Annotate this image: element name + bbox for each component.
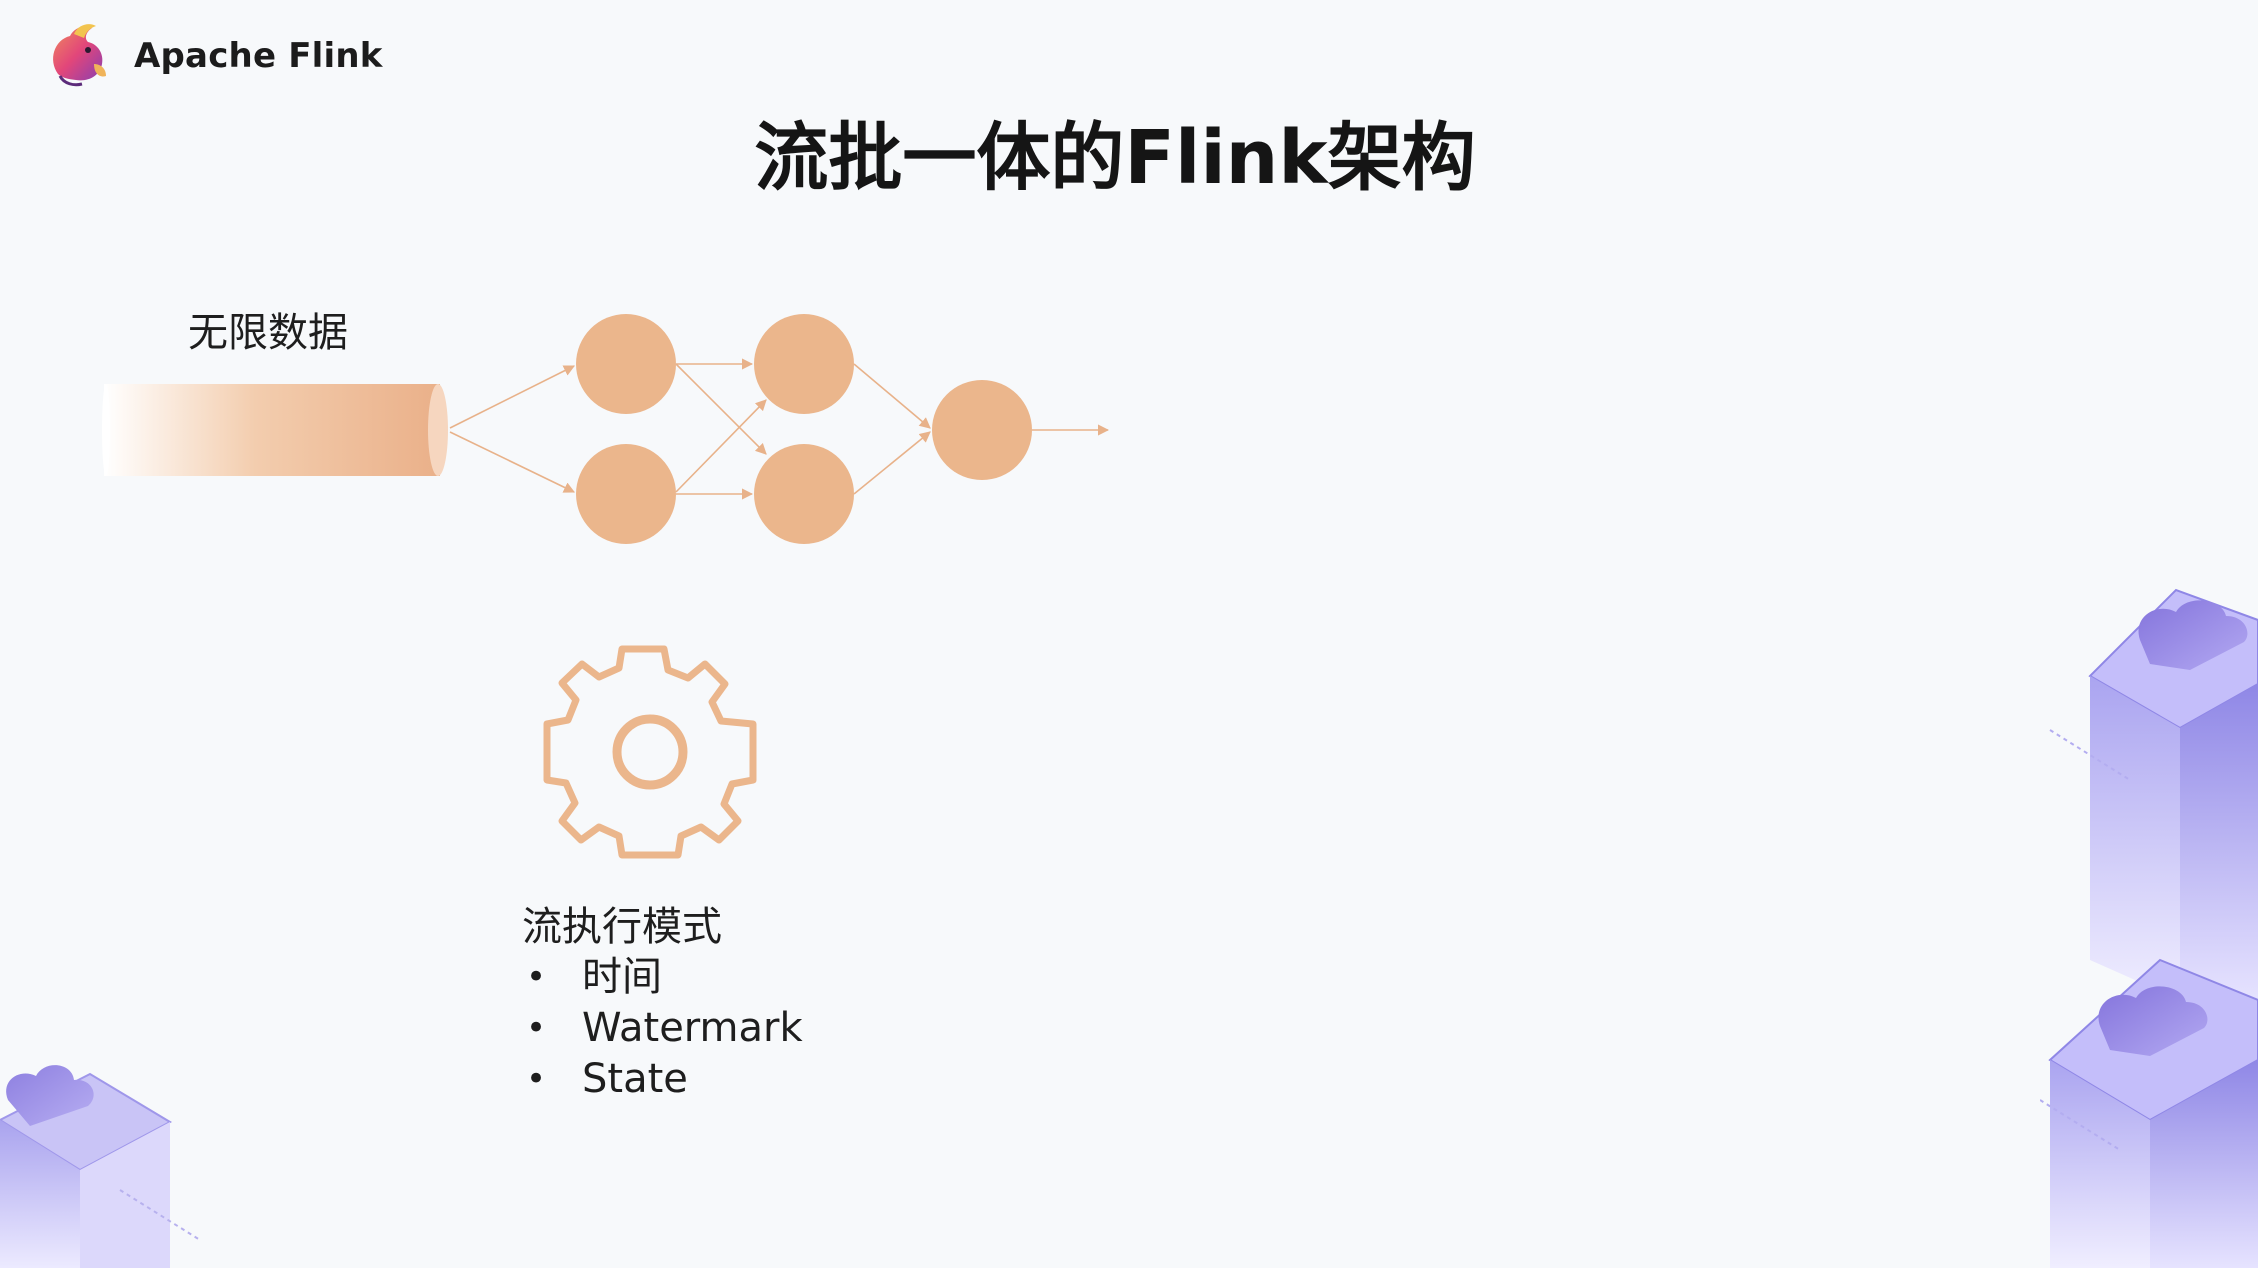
bullet-icon: • [526, 957, 547, 997]
brand-name: Apache Flink [134, 36, 383, 76]
edge-stream-source-2 [449, 431, 576, 493]
gear-icon [543, 645, 757, 859]
input-label: 无限数据 [188, 310, 348, 356]
data-stream-pipe-icon [102, 384, 448, 476]
cloud-server-icon [0, 1065, 201, 1268]
slide-title: 流批一体的Flink架构 [754, 115, 1476, 201]
node-source-2 [576, 444, 676, 544]
brand-header: Apache Flink [44, 20, 383, 92]
list-item: • Watermark [522, 1003, 803, 1054]
list-item-label: 时间 [582, 954, 662, 1000]
list-item-label: State [582, 1056, 688, 1102]
edge-stream-source-1 [449, 365, 576, 429]
execution-mode-list: • 时间 • Watermark • State [522, 952, 803, 1105]
edge-source-2-operator-1 [675, 399, 767, 493]
squirrel-logo-icon [53, 24, 106, 87]
edge-source-1-operator-2 [675, 363, 767, 455]
list-item-label: Watermark [582, 1005, 803, 1051]
list-item: • State [522, 1054, 803, 1105]
node-operator-1 [754, 314, 854, 414]
list-item: • 时间 [522, 952, 803, 1003]
edge-operator-2-sink [853, 431, 931, 495]
node-operator-2 [754, 444, 854, 544]
edge-operator-1-sink [853, 363, 931, 429]
node-sink [932, 380, 1032, 480]
bullet-icon: • [526, 1059, 547, 1099]
cloud-server-icon [2040, 588, 2258, 1268]
execution-mode-title: 流执行模式 [522, 904, 722, 950]
node-source-1 [576, 314, 676, 414]
bullet-icon: • [526, 1008, 547, 1048]
execution-mode-block: 流执行模式 • 时间 • Watermark • State [522, 902, 803, 1105]
